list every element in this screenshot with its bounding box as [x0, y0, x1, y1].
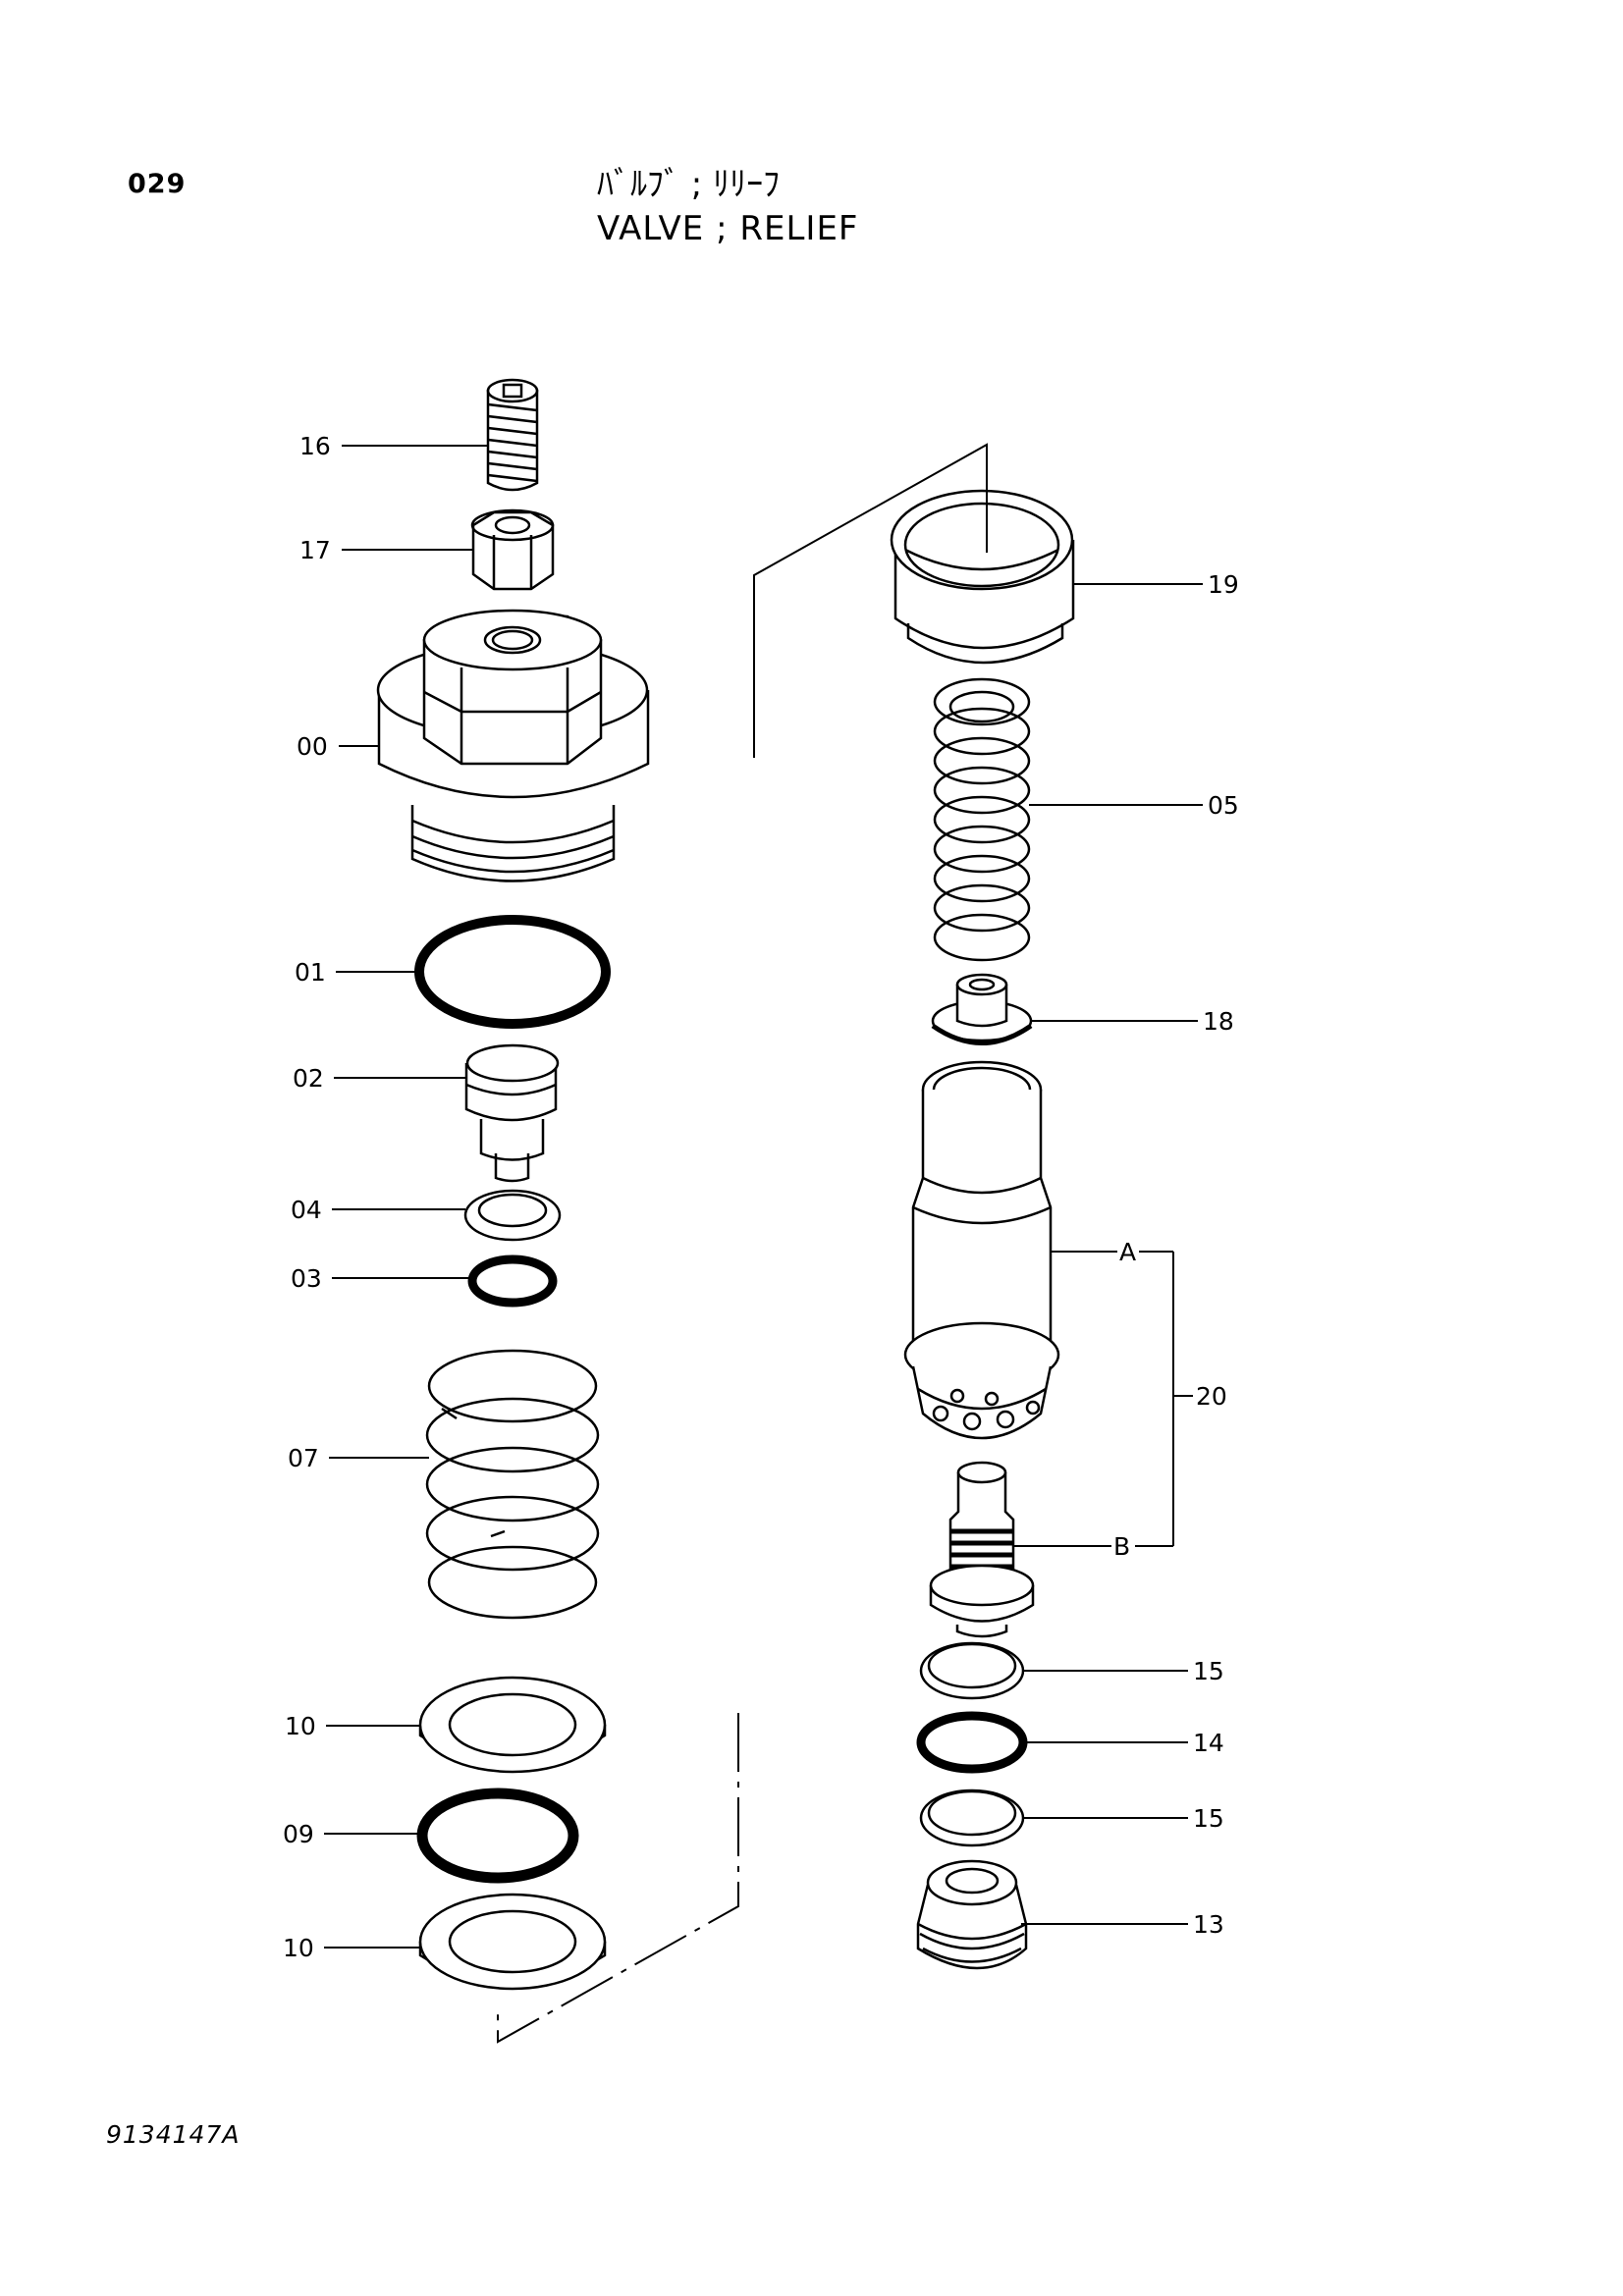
part-05-spring	[933, 677, 1031, 962]
part-14-o-ring	[916, 1711, 1028, 1774]
callout-10-lower: 10	[283, 1934, 420, 1962]
callout-13: 13	[1021, 1910, 1224, 1939]
svg-text:18: 18	[1203, 1007, 1234, 1036]
svg-text:13: 13	[1193, 1910, 1224, 1939]
assembly-path-upper	[753, 443, 988, 758]
callout-01: 01	[295, 958, 419, 987]
part-15-backup-ring-lower	[919, 1789, 1025, 1847]
svg-text:15: 15	[1193, 1657, 1224, 1685]
callout-18: 18	[1031, 1007, 1234, 1036]
part-03-o-ring	[467, 1255, 558, 1308]
svg-text:17: 17	[299, 536, 331, 564]
callout-20-bracket: 20	[1172, 1252, 1227, 1546]
callout-07: 07	[288, 1444, 429, 1472]
callout-09: 09	[283, 1820, 422, 1848]
svg-text:A: A	[1119, 1238, 1136, 1266]
part-09-o-ring	[416, 1788, 579, 1884]
svg-text:10: 10	[285, 1712, 316, 1740]
part-13-seat	[916, 1859, 1028, 1970]
part-10-backup-ring-upper	[418, 1676, 607, 1774]
title-english: VALVE ; RELIEF	[597, 209, 859, 248]
callout-15-upper: 15	[1023, 1657, 1224, 1685]
callout-05: 05	[1029, 791, 1239, 820]
callout-B: B	[1013, 1532, 1173, 1561]
svg-text:14: 14	[1193, 1729, 1224, 1757]
title-japanese: ﾊﾞﾙﾌﾞ ; ﾘﾘｰﾌ	[597, 165, 781, 204]
part-00-plug	[376, 609, 650, 882]
part-20-sleeve	[903, 1060, 1060, 1440]
svg-text:01: 01	[295, 958, 326, 987]
callout-17: 17	[299, 536, 473, 564]
callout-04: 04	[291, 1196, 465, 1224]
svg-text:07: 07	[288, 1444, 319, 1472]
part-15-backup-ring-upper	[919, 1641, 1025, 1700]
svg-text:03: 03	[291, 1264, 322, 1293]
callout-03: 03	[291, 1264, 472, 1293]
svg-text:16: 16	[299, 432, 331, 460]
svg-text:04: 04	[291, 1196, 322, 1224]
svg-text:00: 00	[297, 732, 328, 761]
svg-text:09: 09	[283, 1820, 314, 1848]
callout-14: 14	[1023, 1729, 1224, 1757]
svg-text:02: 02	[293, 1064, 324, 1093]
callout-19: 19	[1073, 570, 1239, 599]
part-01-o-ring	[414, 915, 611, 1029]
callout-00: 00	[297, 732, 379, 761]
svg-text:05: 05	[1208, 791, 1239, 820]
callout-A: A	[1051, 1238, 1173, 1266]
svg-text:B: B	[1113, 1532, 1130, 1561]
callout-16: 16	[299, 432, 488, 460]
part-20-poppet	[929, 1461, 1035, 1638]
part-07-spring	[425, 1349, 600, 1620]
callout-15-lower: 15	[1023, 1804, 1224, 1833]
part-18-spring-seat	[931, 973, 1033, 1045]
page-number: 029	[128, 169, 187, 199]
callout-02: 02	[293, 1064, 466, 1093]
part-16-set-screw	[486, 378, 539, 492]
svg-text:19: 19	[1208, 570, 1239, 599]
part-17-nut	[470, 508, 555, 591]
callout-10-upper: 10	[285, 1712, 420, 1740]
part-10-backup-ring-lower	[418, 1893, 607, 1991]
part-19-cap	[890, 489, 1075, 665]
drawing-code: 9134147A	[106, 2120, 241, 2149]
part-04-backup-ring	[463, 1189, 562, 1242]
assembly-path-lower	[497, 1713, 739, 2044]
part-02-poppet	[464, 1043, 560, 1183]
svg-text:15: 15	[1193, 1804, 1224, 1833]
svg-text:10: 10	[283, 1934, 314, 1962]
svg-text:20: 20	[1196, 1382, 1227, 1411]
